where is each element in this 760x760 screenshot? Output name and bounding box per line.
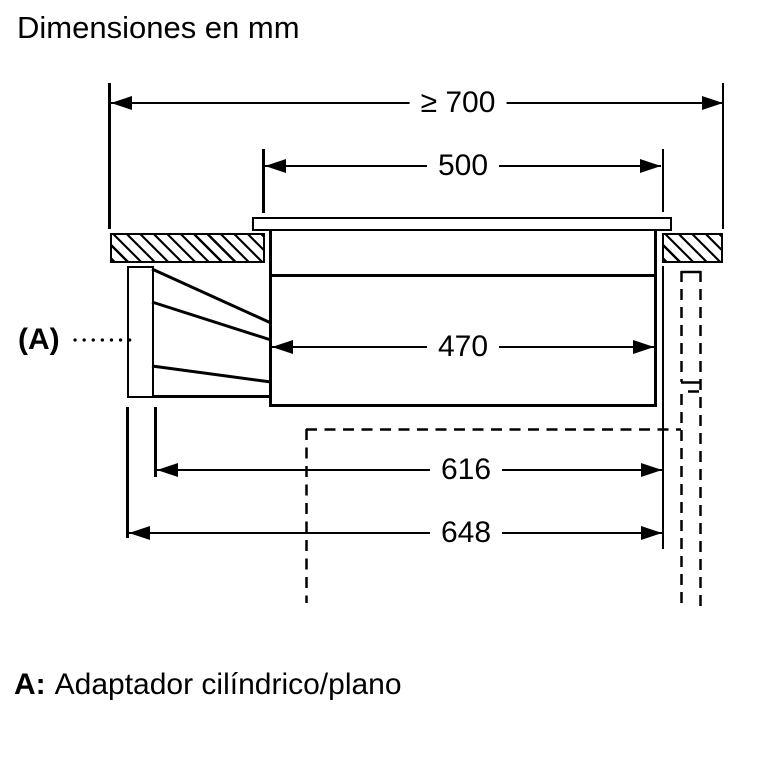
dim-line-616 bbox=[157, 468, 662, 472]
footnote: A:Adaptador cilíndrico/plano bbox=[14, 668, 402, 701]
hob-body bbox=[269, 230, 657, 407]
extension-line-616-left bbox=[154, 407, 157, 477]
extension-line-worktop-right bbox=[721, 83, 724, 229]
callout-a-label: (A) bbox=[18, 323, 60, 356]
extension-line-648-left bbox=[126, 407, 129, 538]
arrowhead-right-inner bbox=[633, 340, 654, 354]
extension-line-cutout-right bbox=[661, 149, 665, 212]
arrowhead-left-616 bbox=[157, 463, 178, 477]
arrowhead-right-cutout bbox=[640, 159, 661, 173]
adapter-collar bbox=[126, 266, 154, 398]
dim-label-inner: 470 bbox=[426, 329, 500, 365]
dim-label-616: 616 bbox=[429, 452, 503, 488]
adapter-funnel-line-top bbox=[151, 267, 272, 325]
extension-line-worktop-left bbox=[108, 83, 111, 229]
arrowhead-right-648 bbox=[641, 526, 662, 540]
extension-line-right-edge bbox=[661, 266, 665, 549]
adapter-funnel-line-lower bbox=[151, 364, 272, 384]
adapter-funnel-line-upper bbox=[151, 300, 272, 342]
dim-label-cutout: 500 bbox=[426, 148, 500, 184]
dim-label-worktop: ≥ 700 bbox=[409, 85, 507, 121]
glass-ceramic-top bbox=[252, 217, 672, 231]
extension-line-cutout-left bbox=[262, 149, 265, 213]
dim-label-648: 648 bbox=[429, 515, 503, 551]
arrowhead-left-inner bbox=[272, 340, 293, 354]
diagram-title: Dimensiones en mm bbox=[17, 10, 300, 45]
worktop-left-section bbox=[110, 233, 265, 263]
arrowhead-left-cutout bbox=[265, 159, 286, 173]
footnote-text: Adaptador cilíndrico/plano bbox=[54, 668, 402, 701]
arrowhead-left-worktop bbox=[111, 96, 132, 110]
arrowhead-right-worktop bbox=[702, 96, 723, 110]
dim-line-648 bbox=[129, 531, 662, 535]
arrowhead-right-616 bbox=[641, 463, 662, 477]
footnote-key: A: bbox=[14, 668, 46, 701]
arrowhead-left-648 bbox=[129, 526, 150, 540]
hob-body-divider-line bbox=[272, 274, 654, 277]
worktop-right-section bbox=[661, 233, 723, 263]
